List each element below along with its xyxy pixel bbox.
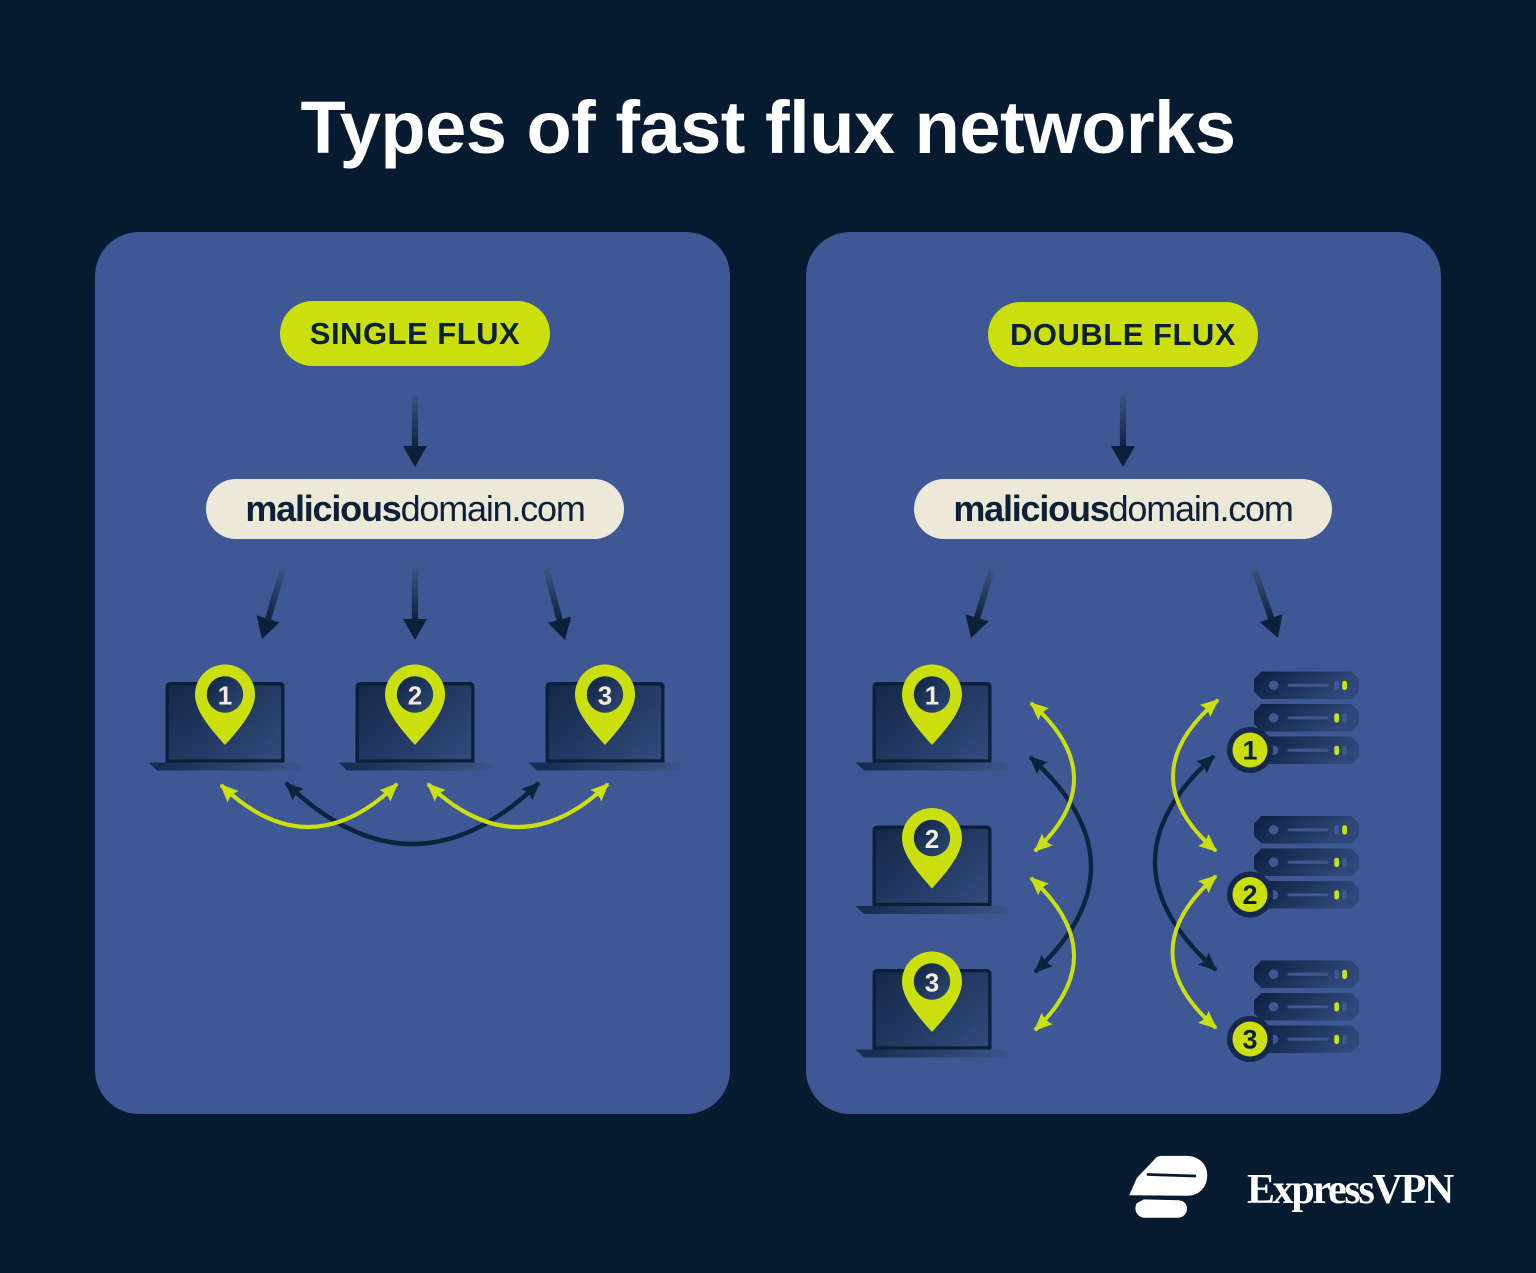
svg-text:2: 2 xyxy=(1242,880,1257,910)
svg-text:1: 1 xyxy=(925,681,939,711)
svg-text:3: 3 xyxy=(598,681,612,711)
svg-text:2: 2 xyxy=(408,681,422,711)
svg-text:2: 2 xyxy=(925,824,939,854)
svg-text:3: 3 xyxy=(1242,1025,1257,1055)
svg-text:1: 1 xyxy=(218,681,232,711)
svg-text:ExpressVPN: ExpressVPN xyxy=(1247,1167,1454,1213)
svg-text:3: 3 xyxy=(925,968,939,998)
svg-text:1: 1 xyxy=(1242,736,1257,766)
